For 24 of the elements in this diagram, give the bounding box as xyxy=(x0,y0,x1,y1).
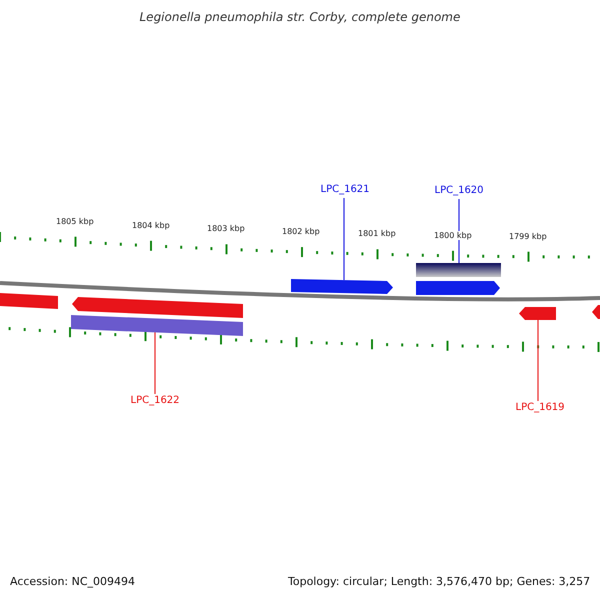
gene-bar xyxy=(416,263,501,277)
gene-label: LPC_1621 xyxy=(320,184,370,195)
leader-line xyxy=(154,332,156,394)
gene-feature xyxy=(72,297,243,318)
scale-label: 1802 kbp xyxy=(281,227,321,236)
gene-feature xyxy=(416,281,500,295)
gene-bar xyxy=(71,315,243,336)
map-title: Legionella pneumophila str. Corby, complete genome xyxy=(140,10,460,24)
gene-feature xyxy=(519,307,556,320)
gene-label: LPC_1620 xyxy=(434,185,484,196)
accession-label: Accession: NC_009494 xyxy=(10,575,136,588)
gene-feature xyxy=(592,305,600,319)
scale-label: 1804 kbp xyxy=(131,220,171,230)
gene-label: LPC_1619 xyxy=(516,402,565,413)
genome-stats: Topology: circular; Length: 3,576,470 bp; Genes: 3,257 xyxy=(288,575,590,588)
scale-label: 1800 kbp xyxy=(433,230,473,240)
gene-label: LPC_1622 xyxy=(130,395,180,406)
scale-label: 1803 kbp xyxy=(206,224,246,234)
gene-feature xyxy=(291,279,393,294)
scale-label: 1799 kbp xyxy=(508,232,548,241)
leader-line xyxy=(458,198,460,264)
gene-bar xyxy=(0,293,58,309)
scale-label: 1801 kbp xyxy=(357,229,397,238)
scale-label: 1805 kbp xyxy=(55,216,95,226)
